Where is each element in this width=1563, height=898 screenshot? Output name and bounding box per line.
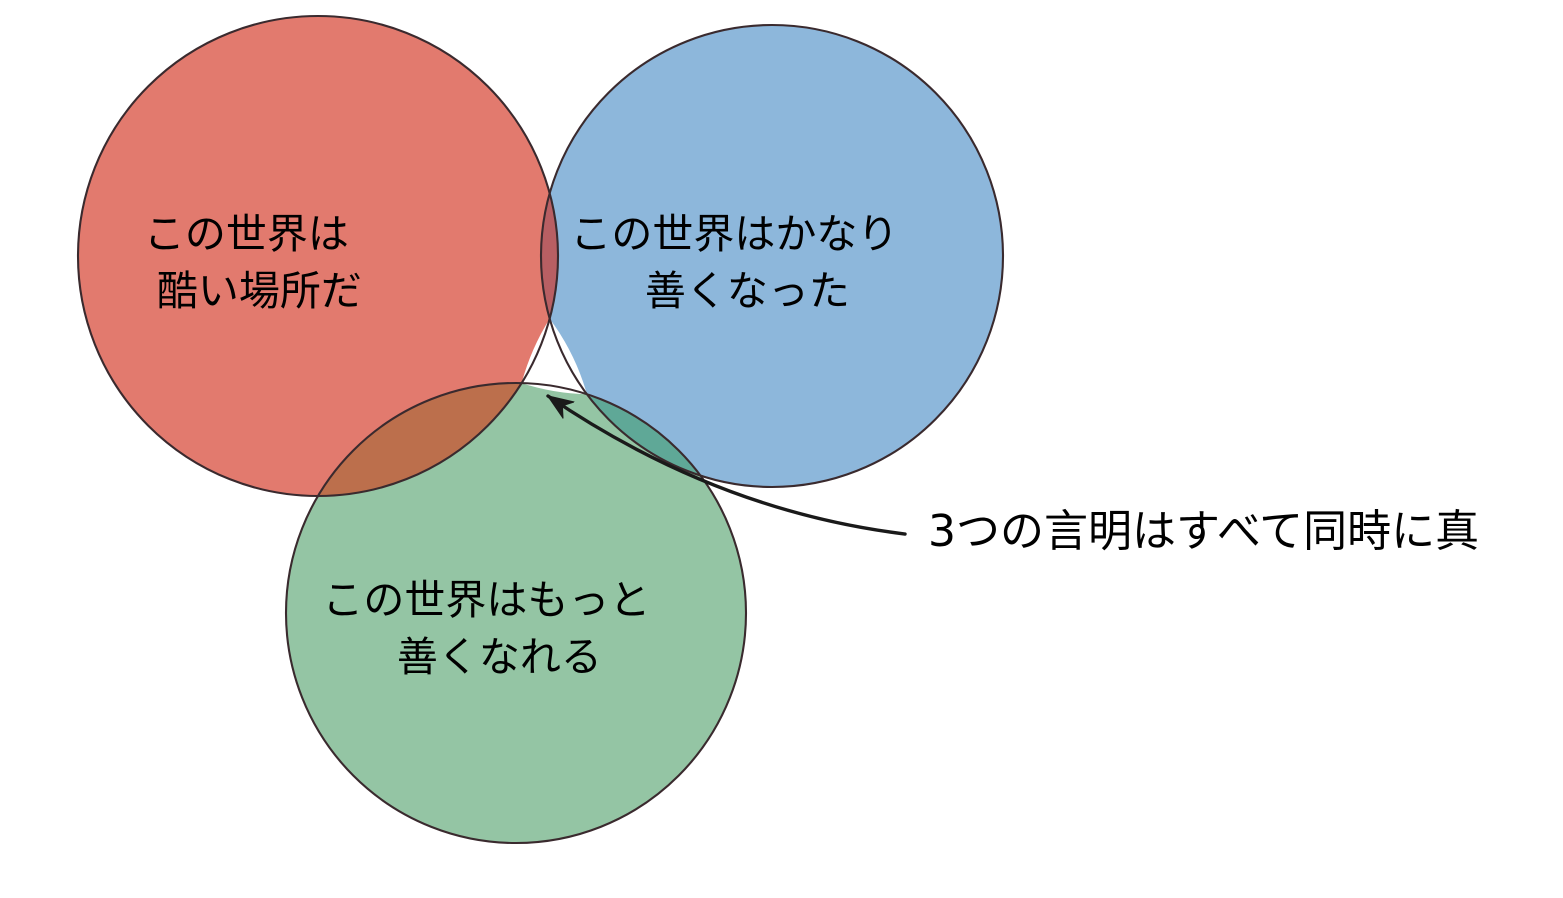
venn-circle-red <box>78 16 558 496</box>
venn-circle-outlines <box>76 14 1005 845</box>
venn-set-labels: この世界は 酷い場所だ この世界はかなり 善くなった この世界はもっと 善くなれ… <box>144 210 1015 681</box>
callout-arrow <box>546 394 907 536</box>
callout-annotation: 3つの言明はすべて同時に真 <box>546 394 1479 557</box>
venn-label-blue: この世界はかなり 善くなった <box>570 210 1015 315</box>
venn-label-green-line1: この世界はもっと <box>322 576 650 624</box>
venn-label-green: この世界はもっと 善くなれる <box>322 576 767 681</box>
venn-label-green-line2: 善くなれる <box>397 633 602 681</box>
venn-label-blue-line2: 善くなった <box>645 267 850 315</box>
venn-outline-blue <box>539 23 1005 489</box>
venn-label-blue-line1: この世界はかなり <box>570 210 898 258</box>
venn-circle-blue <box>541 25 1003 487</box>
venn-label-red: この世界は 酷い場所だ <box>144 210 466 315</box>
venn-label-red-line1: この世界は <box>144 210 349 258</box>
venn-circle-fills <box>78 16 1003 843</box>
venn-outline-green <box>284 381 748 845</box>
callout-label: 3つの言明はすべて同時に真 <box>928 506 1479 557</box>
three-way-center-gap <box>521 318 587 395</box>
venn-circle-green <box>286 383 746 843</box>
venn-label-red-line2: 酷い場所だ <box>157 267 362 315</box>
